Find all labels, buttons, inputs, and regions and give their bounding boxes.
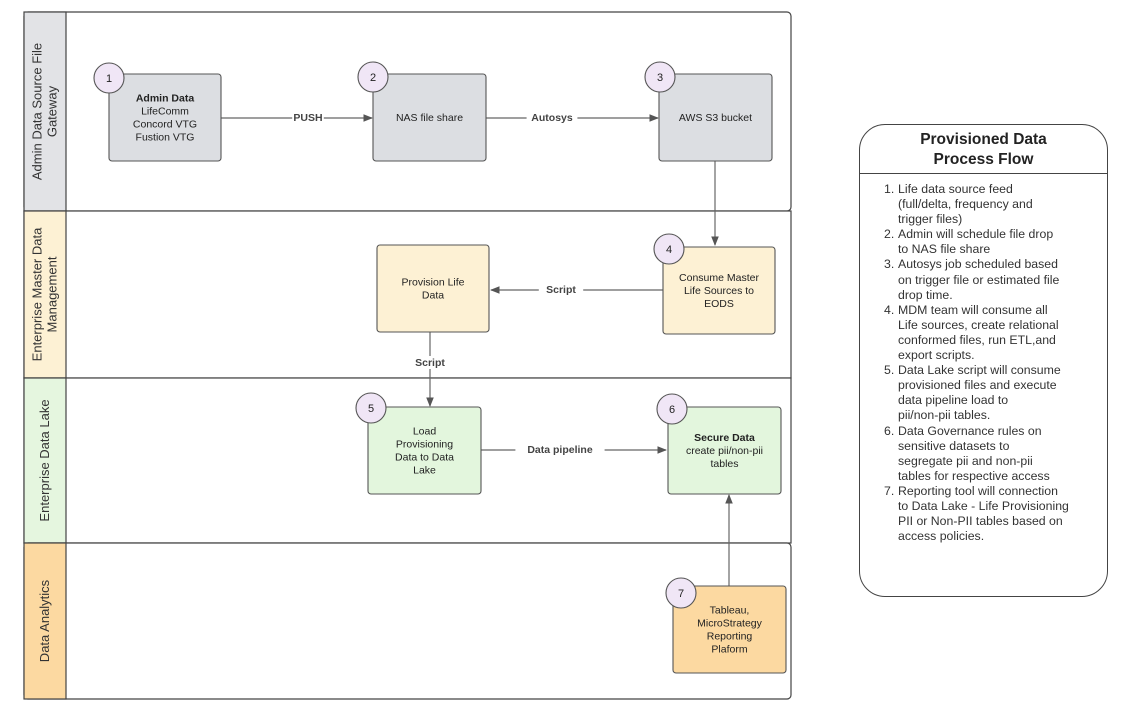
node-box bbox=[658, 73, 773, 162]
edge-label-bg bbox=[407, 356, 453, 369]
legend-item: 3.Autosys job scheduled based on trigger… bbox=[884, 257, 1093, 302]
legend-item-text: Autosys job scheduled based on trigger f… bbox=[898, 257, 1060, 302]
node-box bbox=[376, 244, 490, 333]
badge-circle bbox=[357, 61, 389, 93]
edge-admin-nas: PUSH bbox=[221, 111, 373, 124]
legend-item: 4.MDM team will consume all Life sources… bbox=[884, 303, 1093, 363]
legend-title: Provisioned Data Process Flow bbox=[920, 131, 1047, 168]
node-box bbox=[367, 406, 482, 495]
edge-label: Autosys bbox=[531, 112, 573, 124]
node-box bbox=[108, 73, 222, 162]
process-flow-diagram: Admin Data Source FileGatewayEnterprise … bbox=[23, 11, 792, 700]
edge-consume-provision: Script bbox=[490, 283, 663, 296]
lane-title: Data Analytics bbox=[37, 579, 52, 662]
badge-circle bbox=[653, 233, 685, 265]
badge-circle bbox=[93, 62, 125, 94]
edge-label: PUSH bbox=[293, 112, 322, 124]
legend-panel: Provisioned Data Process Flow 1. Life da… bbox=[859, 124, 1108, 597]
badge-circle bbox=[665, 577, 697, 609]
lane-header bbox=[23, 542, 67, 700]
legend-item-text: Reporting tool will connection to Data L… bbox=[898, 483, 1069, 544]
legend-item-number: 5. bbox=[884, 363, 895, 378]
legend-item-text: Admin will schedule file drop to NAS fil… bbox=[898, 227, 1054, 257]
legend-item-number: 6. bbox=[884, 423, 895, 438]
legend-item-number: 4. bbox=[884, 302, 895, 317]
legend-item-number: 1. bbox=[884, 182, 895, 196]
edge-provision-load: Script bbox=[407, 332, 453, 407]
legend-item: 6.Data Governance rules on sensitive dat… bbox=[884, 424, 1093, 484]
step-badge: 1 bbox=[93, 62, 125, 94]
badge-circle bbox=[644, 61, 676, 93]
edge-nas-s3: Autosys bbox=[486, 111, 659, 124]
legend-item-number: 7. bbox=[884, 483, 895, 498]
node-nas[interactable]: NAS file share 2 bbox=[357, 61, 487, 162]
node-label: NAS file share bbox=[396, 112, 463, 124]
node-box bbox=[667, 406, 782, 495]
lane-header bbox=[23, 11, 67, 212]
legend-item-number: 3. bbox=[884, 257, 895, 272]
node-s3[interactable]: AWS S3 bucket 3 bbox=[644, 61, 773, 162]
node-label: AWS S3 bucket bbox=[679, 112, 752, 124]
legend-item: 2.Admin will schedule file drop to NAS f… bbox=[884, 227, 1093, 257]
legend-list: 1. Life data source feed (full/delta, fr… bbox=[860, 174, 1107, 544]
lane-analytics: Data Analytics bbox=[23, 542, 792, 700]
edge-label-bg bbox=[538, 283, 584, 296]
step-badge: 6 bbox=[656, 393, 688, 425]
badge-number: 6 bbox=[669, 404, 675, 416]
edge-label-bg bbox=[515, 443, 605, 456]
badge-circle bbox=[355, 392, 387, 424]
badge-number: 4 bbox=[666, 244, 672, 256]
legend-item-number: 2. bbox=[884, 227, 895, 242]
edge-label: Data pipeline bbox=[527, 444, 593, 456]
legend-item-text: MDM team will consume all Life sources, … bbox=[898, 302, 1059, 363]
step-badge: 2 bbox=[357, 61, 389, 93]
legend-divider bbox=[860, 173, 1107, 174]
lane-title: Enterprise Data Lake bbox=[37, 399, 52, 521]
legend-item-text: Data Lake script will consume provisione… bbox=[898, 363, 1061, 423]
step-badge: 5 bbox=[355, 392, 387, 424]
badge-number: 3 bbox=[657, 72, 663, 84]
legend-item: 5.Data Lake script will consume provisio… bbox=[884, 363, 1093, 423]
legend-item: 7.Reporting tool will connection to Data… bbox=[884, 484, 1093, 544]
badge-number: 2 bbox=[370, 72, 376, 84]
edge-load-secure: Data pipeline bbox=[481, 443, 667, 456]
node-box bbox=[372, 73, 487, 162]
lane-header bbox=[23, 210, 67, 379]
lane-title: Enterprise Master DataManagement bbox=[30, 227, 60, 361]
legend-item-text: Data Governance rules on sensitive datas… bbox=[898, 423, 1050, 483]
node-box bbox=[662, 246, 776, 335]
edge-label-bg bbox=[292, 111, 324, 124]
node-box bbox=[672, 585, 787, 674]
legend-item: 1. Life data source feed (full/delta, fr… bbox=[884, 182, 1093, 227]
badge-number: 1 bbox=[106, 73, 112, 85]
step-badge: 7 bbox=[665, 577, 697, 609]
badge-circle bbox=[656, 393, 688, 425]
lane-header bbox=[23, 377, 67, 544]
edge-label: Script bbox=[415, 357, 445, 369]
lane-title: Admin Data Source FileGateway bbox=[30, 43, 60, 180]
edge-label-bg bbox=[526, 111, 578, 124]
step-badge: 4 bbox=[653, 233, 685, 265]
step-badge: 3 bbox=[644, 61, 676, 93]
edge-label: Script bbox=[546, 284, 576, 296]
legend-item-text: Life data source feed (full/delta, frequ… bbox=[898, 182, 1033, 227]
badge-number: 5 bbox=[368, 403, 374, 415]
badge-number: 7 bbox=[678, 588, 684, 600]
